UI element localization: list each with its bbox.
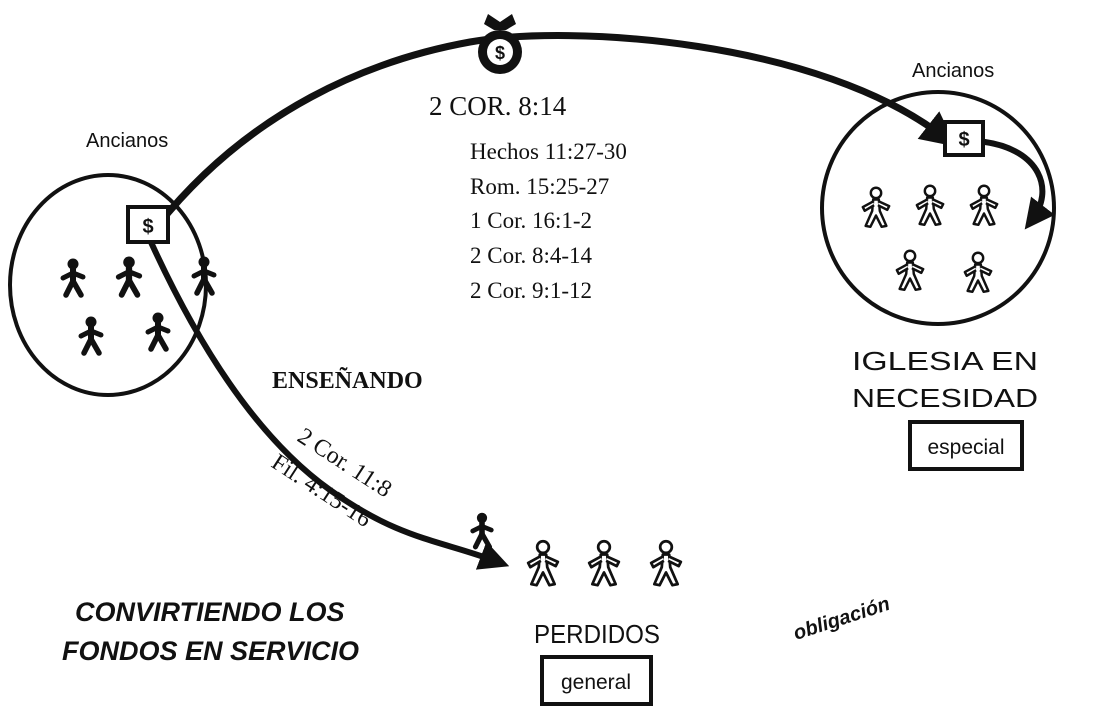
caption-line1: CONVIRTIENDO LOS xyxy=(75,597,345,627)
svg-text:$: $ xyxy=(958,129,969,151)
left-member-4 xyxy=(81,317,101,354)
left-money-box: $ xyxy=(126,205,170,244)
general-badge-box xyxy=(540,655,653,706)
right-elders-label: Ancianos xyxy=(912,60,994,82)
svg-text:$: $ xyxy=(495,43,505,63)
reference-list: Hechos 11:27-30 Rom. 15:25-27 1 Cor. 16:… xyxy=(470,139,627,303)
missionary-figure xyxy=(473,513,492,547)
right-church-circle xyxy=(820,90,1056,326)
caption-line2: FONDOS EN SERVICIO xyxy=(62,636,359,666)
needy-member-3 xyxy=(969,184,999,227)
needy-member-1 xyxy=(861,186,891,229)
left-member-2 xyxy=(119,257,140,295)
arc-to-lost xyxy=(147,237,510,570)
needy-member-5 xyxy=(963,251,993,294)
money-bag-icon: $ xyxy=(478,14,522,74)
teaching-label: ENSEÑANDO xyxy=(272,368,423,394)
arc-to-needy-church xyxy=(154,32,957,229)
needy-church-title-line1: IGLESIA EN xyxy=(852,346,1038,376)
left-member-1 xyxy=(63,259,83,296)
general-badge-label: general xyxy=(561,671,631,694)
lost-person-3 xyxy=(649,539,683,587)
left-elders-label: Ancianos xyxy=(86,130,168,152)
reference-item: Rom. 15:25-27 xyxy=(470,174,609,199)
arc-inside-needy-church xyxy=(982,139,1055,230)
lost-person-2 xyxy=(587,539,621,587)
special-badge-box xyxy=(908,420,1024,471)
right-money-box: $ xyxy=(943,120,985,157)
needy-church-title-line2: NECESIDAD xyxy=(852,383,1038,413)
reference-item: 2 Cor. 9:1-12 xyxy=(470,278,592,303)
top-reference: 2 COR. 8:14 xyxy=(429,91,567,121)
needy-member-4 xyxy=(895,249,925,292)
needy-member-2 xyxy=(915,184,945,227)
reference-item: 1 Cor. 16:1-2 xyxy=(470,208,592,233)
reference-item: Hechos 11:27-30 xyxy=(470,139,627,164)
lost-person-1 xyxy=(526,539,560,587)
svg-text:$: $ xyxy=(142,216,153,238)
lost-title: PERDIDOS xyxy=(534,619,660,649)
special-badge-label: especial xyxy=(927,436,1004,459)
obligation-label: obligación xyxy=(791,593,893,645)
left-member-5 xyxy=(148,313,168,350)
reference-item: 2 Cor. 8:4-14 xyxy=(470,243,593,268)
